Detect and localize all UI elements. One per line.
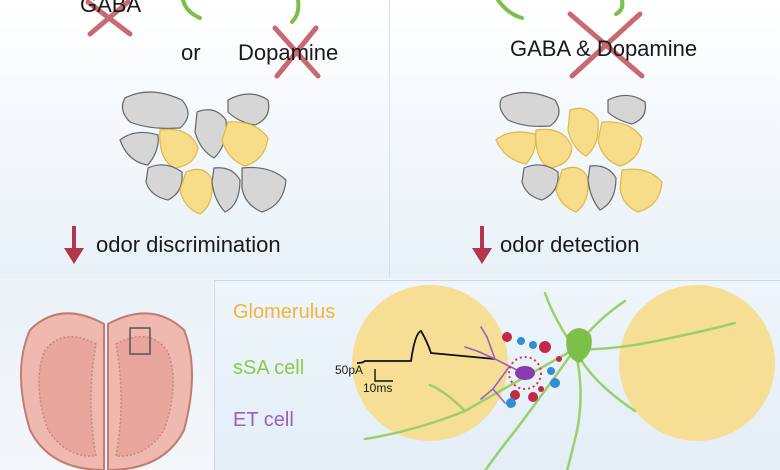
top-left-panel: GABA or Dopamine odor discrimination <box>0 0 390 278</box>
down-arrow-icon <box>64 226 84 264</box>
top-right-panel: GABA & Dopamine odor detection <box>390 0 780 278</box>
circuit-panel: Glomerulus sSA cell ET cell 50pA 10ms <box>214 280 780 470</box>
odor-discrimination-label: odor discrimination <box>96 232 281 257</box>
olfactory-bulb-illustration <box>20 312 193 470</box>
dopamine-label: Dopamine <box>238 40 339 65</box>
et-cell-dendrites <box>464 326 524 404</box>
et-cell-body <box>515 366 535 380</box>
odor-detection-label: odor detection <box>500 232 640 257</box>
glomerular-cells-cluster <box>495 91 663 213</box>
scale-current-label: 50pA <box>335 363 364 377</box>
cross-mark-gaba <box>85 0 133 37</box>
neurotransmitter-vesicles <box>502 332 562 408</box>
ssa-cell-body <box>566 328 592 363</box>
legend-et-cell: ET cell <box>233 409 294 431</box>
glomerulus-right <box>619 285 775 441</box>
neurite-fragment <box>181 0 202 20</box>
neurite-fragment <box>614 0 625 16</box>
ssa-cell-processes <box>363 291 737 470</box>
cross-mark-dopamine <box>272 25 321 79</box>
down-arrow-icon <box>472 226 492 264</box>
olfactory-bulb-section <box>20 312 193 470</box>
gaba-label: GABA <box>80 0 142 17</box>
gaba-dopamine-label: GABA & Dopamine <box>510 36 698 61</box>
neurite-fragment <box>496 0 524 20</box>
circuit-illustration <box>352 285 775 470</box>
neurite-fragment <box>290 0 301 24</box>
cross-mark-combined <box>567 11 645 79</box>
scale-time-label: 10ms <box>363 381 393 395</box>
glomerular-cells-cluster <box>119 91 287 215</box>
ephys-trace <box>356 329 496 364</box>
legend-ssa-cell: sSA cell <box>233 357 305 379</box>
legend-glomerulus: Glomerulus <box>233 301 336 323</box>
top-right-illustration <box>472 0 663 264</box>
or-label: or <box>181 40 201 65</box>
scale-bar <box>374 369 393 382</box>
glomerulus-left <box>352 285 508 441</box>
synapse-ring <box>508 356 542 390</box>
top-left-illustration <box>64 0 321 264</box>
zoom-region-box <box>129 327 151 355</box>
olfactory-bulb-panel <box>0 280 212 470</box>
